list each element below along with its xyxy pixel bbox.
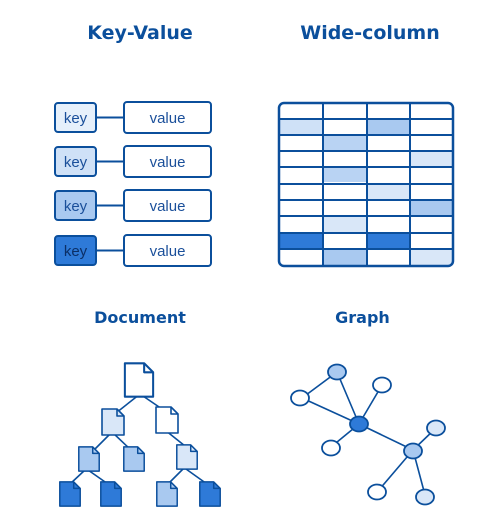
kv-row: key value <box>54 101 212 134</box>
document-tree <box>60 363 220 506</box>
key-value-title: Key-Value <box>87 22 193 44</box>
document-icon <box>177 445 197 469</box>
graph-edges <box>301 371 437 496</box>
key-label: key <box>64 243 88 260</box>
graph-node-hub <box>349 415 369 433</box>
grid-cell <box>323 135 367 150</box>
value-label: value <box>150 154 186 171</box>
graph-title: Graph <box>335 308 390 327</box>
grid-cell <box>410 151 453 166</box>
grid-cell <box>323 216 367 232</box>
value-box <box>123 189 212 222</box>
value-box <box>123 234 212 267</box>
graph-node <box>426 419 446 437</box>
graph-node <box>290 389 310 407</box>
value-box <box>123 145 212 178</box>
graph-node <box>372 376 392 394</box>
document-icon <box>124 447 144 471</box>
key-label: key <box>64 154 88 171</box>
grid-cell <box>367 233 410 249</box>
value-label: value <box>150 110 186 127</box>
document-icon <box>157 482 177 506</box>
grid-cell <box>410 200 453 216</box>
kv-row: key value <box>54 145 212 178</box>
document-icon <box>125 363 153 396</box>
key-label: key <box>64 110 88 127</box>
document-icon <box>60 482 80 506</box>
value-label: value <box>150 198 186 215</box>
grid-cell <box>323 167 367 182</box>
graph-node <box>321 439 341 457</box>
graph-nodes <box>290 363 446 506</box>
document-icon <box>156 407 178 433</box>
grid-cell <box>323 249 367 265</box>
grid-cell <box>280 119 323 134</box>
document-icon <box>101 482 121 506</box>
grid-border <box>277 101 455 268</box>
document-icon <box>79 447 99 471</box>
graph-node <box>367 483 387 501</box>
value-label: value <box>150 243 186 260</box>
grid-cell <box>280 233 323 249</box>
key-label: key <box>64 198 88 215</box>
document-icon <box>102 409 124 435</box>
key-value-diagram: key value key value key value key value <box>54 101 212 267</box>
value-box <box>123 101 212 134</box>
graph-node <box>403 442 423 460</box>
kv-row: key value <box>54 189 212 222</box>
grid-cell <box>367 119 410 134</box>
grid-cell <box>410 249 453 265</box>
kv-row: key value <box>54 234 212 267</box>
grid-cell <box>367 184 410 199</box>
document-icon <box>200 482 220 506</box>
grid-lines <box>279 103 453 266</box>
document-title: Document <box>94 308 186 327</box>
wide-column-grid <box>277 101 455 268</box>
graph-node <box>327 363 347 381</box>
wide-column-title: Wide-column <box>300 22 440 44</box>
graph-network <box>290 363 446 506</box>
graph-node <box>415 488 435 506</box>
